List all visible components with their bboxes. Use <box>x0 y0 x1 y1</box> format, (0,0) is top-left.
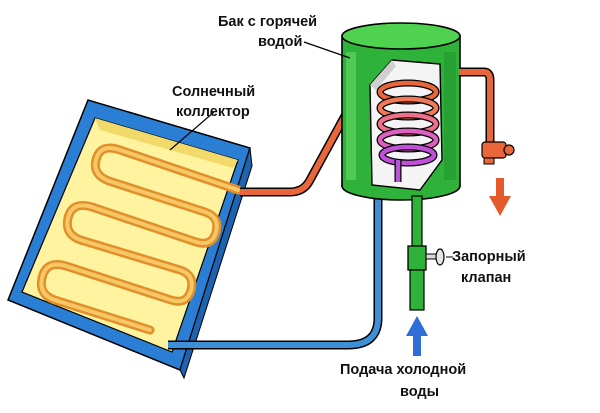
arrow-down-icon <box>489 178 511 216</box>
collector-panel-shadow <box>95 118 238 168</box>
valve-label-line2: клапан <box>461 270 511 286</box>
collector-label-line2: коллектор <box>176 104 250 120</box>
tank-label-line1: Бак с горячей <box>218 14 317 30</box>
tap-icon <box>459 67 515 165</box>
cold-supply-pipe <box>407 195 427 311</box>
tank-top <box>341 22 461 50</box>
collector-frame-side <box>179 147 253 380</box>
collector-coil-highlight <box>39 146 240 332</box>
tank-leader-line <box>303 41 351 59</box>
hot-water-tank <box>341 22 461 201</box>
cold-return-pipe <box>168 196 383 350</box>
valve-handle-icon <box>425 248 445 266</box>
tank-label-line2: водой <box>258 34 302 50</box>
collector-leader-line <box>169 111 215 151</box>
solar-collector <box>7 99 253 380</box>
collector-label-line1: Солнечный <box>172 84 255 100</box>
arrow-up-icon <box>406 316 428 356</box>
supply-label-line1: Подача холодной <box>340 362 466 378</box>
supply-label-line2: воды <box>400 384 439 400</box>
heat-exchanger-coil <box>376 79 440 182</box>
valve-label-line1: Запорный <box>452 249 526 265</box>
